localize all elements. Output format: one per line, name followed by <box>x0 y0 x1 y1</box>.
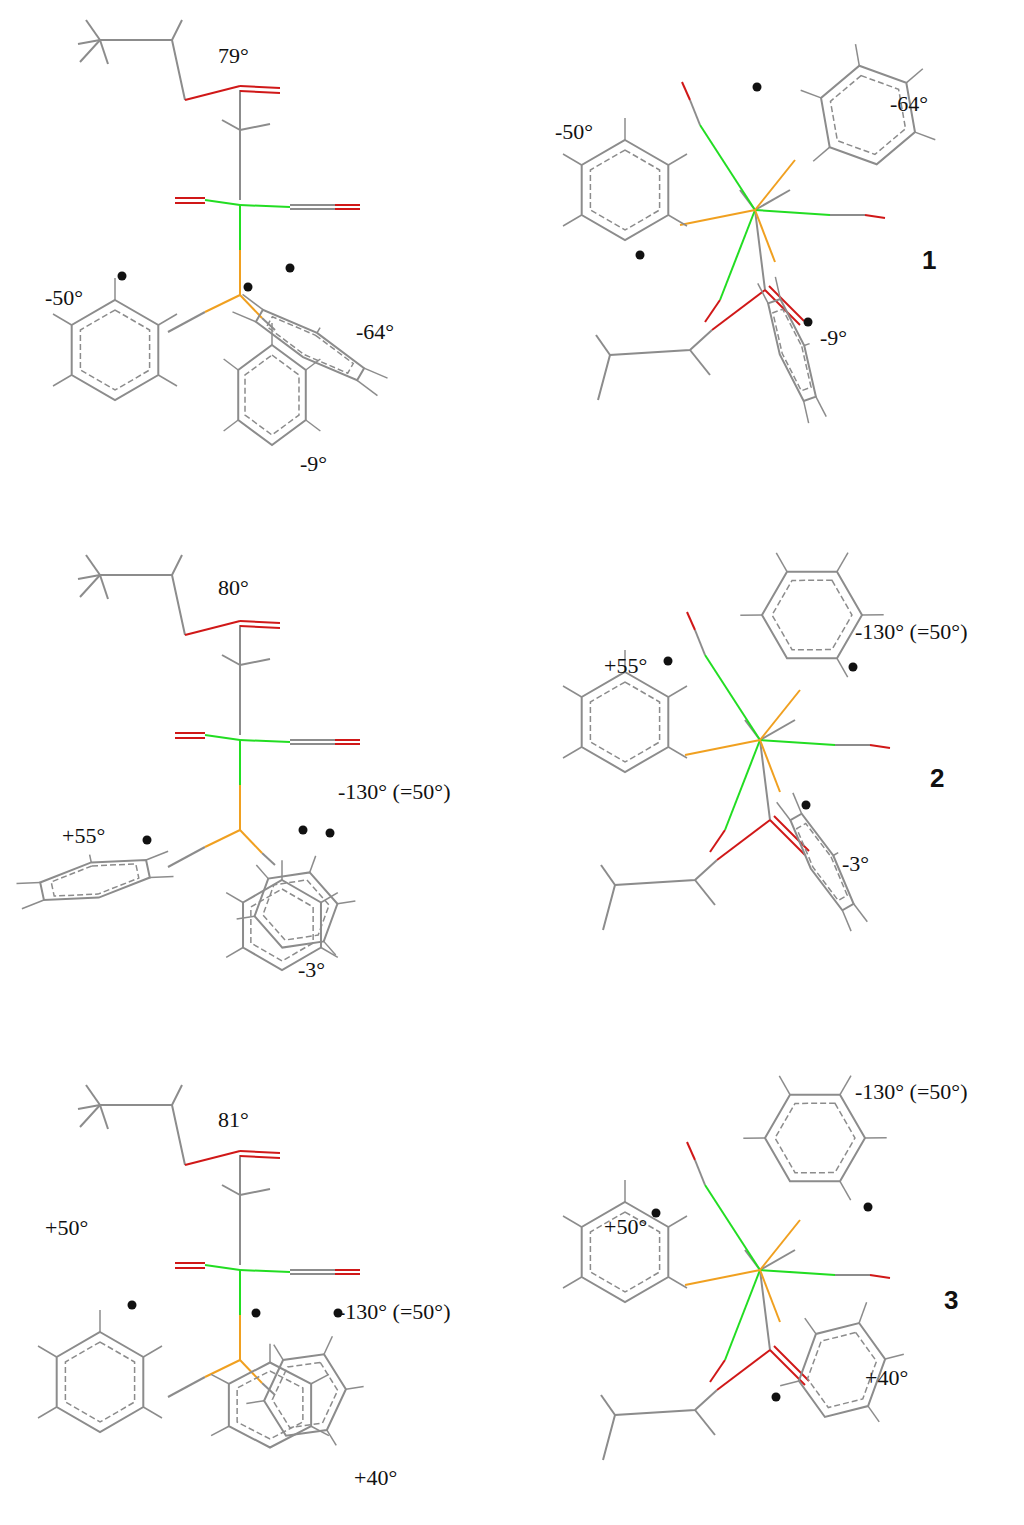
angle-label: +40° <box>865 1366 908 1390</box>
angle-label: -130° (=50°) <box>855 620 967 644</box>
angle-label: 80° <box>218 576 249 600</box>
compound-number: 3 <box>944 1286 958 1315</box>
angle-label: -50° <box>45 286 83 310</box>
angle-label: -3° <box>842 852 869 876</box>
angle-label: -3° <box>298 958 325 982</box>
angle-label: -130° (=50°) <box>855 1080 967 1104</box>
angle-label: -9° <box>820 326 847 350</box>
angle-label: -64° <box>890 92 928 116</box>
angle-label: +40° <box>354 1466 397 1490</box>
angle-label: 81° <box>218 1108 249 1132</box>
angle-label: +50° <box>604 1215 647 1239</box>
angle-label: +55° <box>62 824 105 848</box>
angle-label: -50° <box>555 120 593 144</box>
angle-label: -130° (=50°) <box>338 1300 450 1324</box>
angle-label: 79° <box>218 44 249 68</box>
angle-label: -9° <box>300 452 327 476</box>
angle-label: -64° <box>356 320 394 344</box>
compound-number: 2 <box>930 764 944 793</box>
angle-label: -130° (=50°) <box>338 780 450 804</box>
compound-number: 1 <box>922 246 936 275</box>
angle-label: +50° <box>45 1216 88 1240</box>
angle-label: +55° <box>604 654 647 678</box>
